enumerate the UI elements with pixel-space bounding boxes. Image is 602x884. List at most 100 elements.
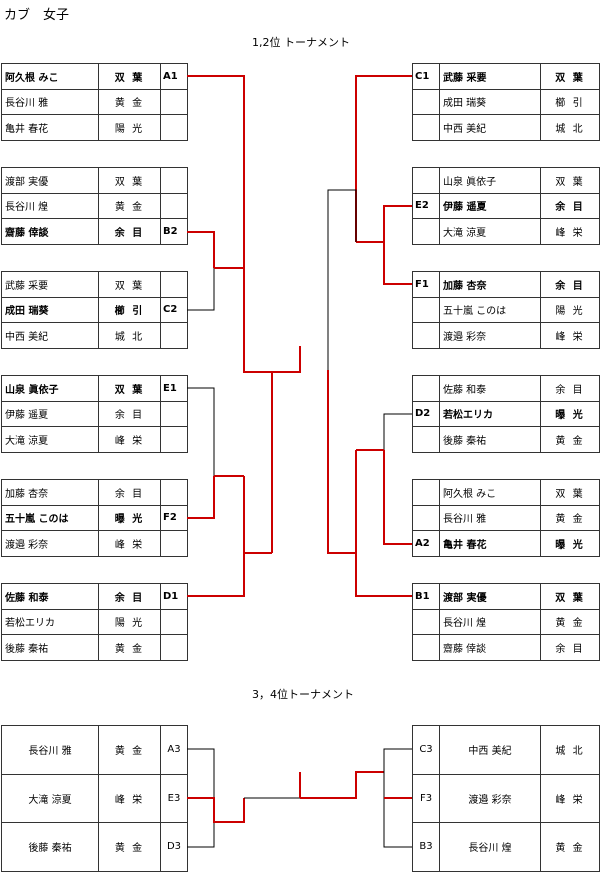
team-name: 双 葉 xyxy=(540,63,600,90)
bracket-line-16 xyxy=(383,413,412,450)
player-name: 後藤 秦祐 xyxy=(1,822,99,872)
player-row: 齋藤 倖談余 目 xyxy=(412,634,600,661)
seed-label xyxy=(160,322,188,349)
team-name: 双 葉 xyxy=(540,583,600,610)
seed-label: D2 xyxy=(412,400,440,427)
player-name: 大滝 涼夏 xyxy=(1,773,99,823)
player-row: 後藤 秦祐黄 金 xyxy=(1,634,188,661)
team-name: 城 北 xyxy=(540,114,600,141)
player-name: 長谷川 雅 xyxy=(1,725,99,775)
bracket-line-5 xyxy=(187,387,215,476)
seed-label: C3 xyxy=(412,725,440,775)
section-title-third: 3，4位トーナメント xyxy=(252,688,354,701)
seed-label: A2 xyxy=(412,530,440,557)
team-name: 峰 栄 xyxy=(98,426,161,453)
seed-label xyxy=(160,114,188,141)
player-name: 渡部 実優 xyxy=(439,583,541,610)
player-name: 中西 美紀 xyxy=(439,114,541,141)
player-name: 若松エリカ xyxy=(1,608,99,635)
player-row: 後藤 秦祐黄 金 xyxy=(412,426,600,453)
team-name: 城 北 xyxy=(98,322,161,349)
bracket-line-2 xyxy=(187,268,215,311)
team-name: 黄 金 xyxy=(540,426,600,453)
seed-label xyxy=(412,426,440,453)
bracket-line-12 xyxy=(383,205,412,242)
team-name: 黄 金 xyxy=(540,822,600,872)
player-name: 武藤 采要 xyxy=(1,271,99,298)
bracket-line-0 xyxy=(187,75,245,268)
seed-label xyxy=(160,530,188,557)
team-name: 曝 光 xyxy=(540,530,600,557)
player-row: 渡部 実優双 葉 xyxy=(1,167,188,194)
team-name: 黄 金 xyxy=(98,822,161,872)
player-name: 中西 美紀 xyxy=(1,322,99,349)
section-title-final: 1,2位 トーナメント xyxy=(252,36,350,49)
seed-label xyxy=(412,296,440,323)
seed-label: F2 xyxy=(160,504,188,531)
player-name: 佐藤 和泰 xyxy=(1,583,99,610)
player-name: 齋藤 倖談 xyxy=(439,634,541,661)
team-name: 峰 栄 xyxy=(540,218,600,245)
player-name: 長谷川 煌 xyxy=(439,822,541,872)
team-name: 櫛 引 xyxy=(98,296,161,323)
player-name: 武藤 采要 xyxy=(439,63,541,90)
player-name: 渡邉 彩奈 xyxy=(439,773,541,823)
player-row: 大滝 涼夏峰 栄 xyxy=(1,426,188,453)
seed-label xyxy=(412,88,440,115)
player-name: 齋藤 倖談 xyxy=(1,218,99,245)
player-name: 後藤 秦祐 xyxy=(1,634,99,661)
team-name: 峰 栄 xyxy=(98,530,161,557)
team-name: 双 葉 xyxy=(540,479,600,506)
player-row: 加藤 杏奈余 目 xyxy=(1,479,188,506)
player-row: 長谷川 煌黄 金 xyxy=(412,608,600,635)
player-name: 長谷川 雅 xyxy=(1,88,99,115)
bracket-line-11 xyxy=(355,75,412,242)
seed-label: A3 xyxy=(160,725,188,775)
player-name: 五十嵐 このは xyxy=(1,504,99,531)
bracket-line-25 xyxy=(300,771,384,799)
player-row: 中西 美紀城 北 xyxy=(412,114,600,141)
team-name: 曝 光 xyxy=(540,400,600,427)
player-row: 亀井 春花陽 光 xyxy=(1,114,188,141)
team-name: 黄 金 xyxy=(540,504,600,531)
team-name: 陽 光 xyxy=(540,296,600,323)
seed-label xyxy=(160,634,188,661)
seed-label xyxy=(160,88,188,115)
team-name: 黄 金 xyxy=(98,634,161,661)
player-row: 武藤 采要双 葉 xyxy=(1,271,188,298)
player-name: 長谷川 煌 xyxy=(1,192,99,219)
player-name: 大滝 涼夏 xyxy=(439,218,541,245)
player-name: 後藤 秦祐 xyxy=(439,426,541,453)
team-name: 陽 光 xyxy=(98,608,161,635)
player-row: 渡邉 彩奈峰 栄 xyxy=(1,530,188,557)
team-name: 双 葉 xyxy=(98,167,161,194)
bracket-line-13 xyxy=(383,242,412,285)
team-name: 余 目 xyxy=(98,218,161,245)
seed-label: E2 xyxy=(412,192,440,219)
team-name: 双 葉 xyxy=(98,271,161,298)
bracket-line-1 xyxy=(187,231,215,268)
bracket-line-17 xyxy=(383,450,412,545)
bracket-line-22 xyxy=(187,797,245,823)
